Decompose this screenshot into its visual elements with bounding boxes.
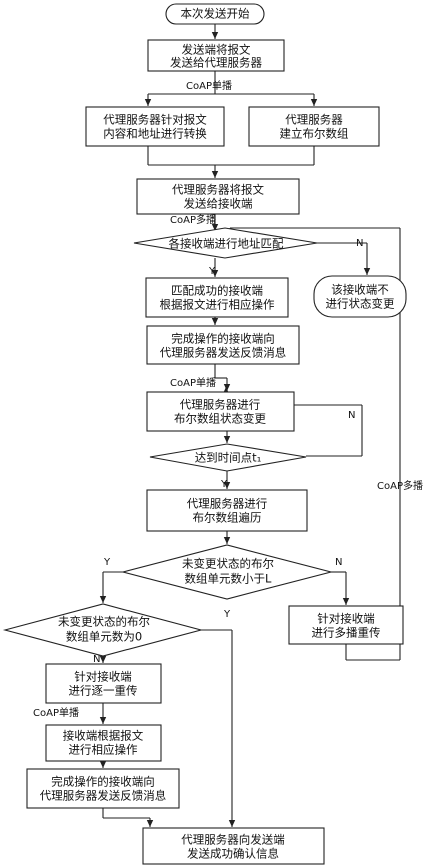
done-feedback2-node: 完成操作的接收端向 代理服务器发送反馈消息 — [26, 768, 180, 809]
recv-op-node: 接收端根据报文 进行相应操作 — [45, 724, 162, 762]
count-lt-l-line2: 数组单元数小于L — [185, 572, 272, 586]
recv-op-line1: 接收端根据报文 — [63, 729, 144, 743]
proxy-change-node: 代理服务器进行 布尔数组状态变更 — [146, 391, 295, 432]
proxy-forward-line2: 发送给接收端 — [184, 197, 253, 211]
unicast-resend-line2: 进行逐一重传 — [69, 684, 138, 698]
lt-no-label: N — [335, 557, 342, 568]
matched-op-line2: 根据报文进行相应操作 — [160, 298, 275, 312]
done-feedback-line2: 代理服务器发送反馈消息 — [160, 346, 287, 360]
edge-labels: CoAP单播 CoAP多播 N Y CoAP单播 N Y CoAP多播 Y N … — [33, 79, 423, 719]
proxy-traverse-line2: 布尔数组遍历 — [193, 511, 262, 525]
done-feedback2-line2: 代理服务器发送反馈消息 — [40, 789, 167, 803]
unicast-resend-node: 针对接收端 进行逐一重传 — [45, 663, 162, 704]
addr-match-label: 各接收端进行地址匹配 — [169, 237, 284, 251]
done-feedback2-line1: 完成操作的接收端向 — [51, 775, 155, 789]
proxy-change-line2: 布尔数组状态变更 — [174, 412, 266, 426]
no-change-line1: 该接收端不 — [331, 283, 389, 297]
no-change-line2: 进行状态变更 — [326, 297, 395, 311]
multicast-resend-line2: 进行多播重传 — [312, 626, 381, 640]
count-zero-line2: 数组单元数为0 — [66, 630, 142, 644]
confirm-node: 代理服务器向发送端 发送成功确认信息 — [142, 827, 325, 865]
send-to-proxy-node: 发送端将报文 发送给代理服务器 — [147, 39, 285, 72]
proxy-convert-line1: 代理服务器针对报文 — [103, 113, 207, 127]
proxy-build-array-line1: 代理服务器 — [285, 113, 343, 127]
done-feedback-line1: 完成操作的接收端向 — [171, 332, 275, 346]
timeout-decision: 达到时间点t₁ — [149, 443, 307, 472]
matched-op-node: 匹配成功的接收端 根据报文进行相应操作 — [145, 277, 289, 318]
count-zero-decision: 未变更状态的布尔 数组单元数为0 — [2, 603, 204, 657]
timeout-label: 达到时间点t₁ — [195, 451, 262, 465]
proxy-traverse-node: 代理服务器进行 布尔数组遍历 — [146, 489, 308, 532]
start-node: 本次发送开始 — [165, 3, 265, 25]
proxy-build-array-node: 代理服务器 建立布尔数组 — [248, 106, 380, 147]
coap-unicast-label-2: CoAP单播 — [170, 376, 216, 389]
timeout-no-label: N — [348, 410, 355, 421]
proxy-convert-node: 代理服务器针对报文 内容和地址进行转换 — [85, 106, 225, 147]
proxy-forward-line1: 代理服务器将报文 — [172, 183, 264, 197]
coap-unicast-label-1: CoAP单播 — [186, 79, 232, 92]
count-zero-line1: 未变更状态的布尔 — [58, 615, 150, 629]
no-change-node: 该接收端不 进行状态变更 — [313, 275, 407, 318]
unicast-resend-line1: 针对接收端 — [74, 670, 132, 684]
proxy-forward-node: 代理服务器将报文 发送给接收端 — [136, 178, 300, 215]
coap-multicast-label-1: CoAP多播 — [170, 213, 216, 226]
zero-yes-label: Y — [223, 609, 231, 620]
count-lt-l-decision: 未变更状态的布尔 数组单元数小于L — [120, 544, 334, 600]
start-label: 本次发送开始 — [181, 7, 250, 21]
zero-no-label: N — [93, 654, 100, 665]
proxy-traverse-line1: 代理服务器进行 — [187, 497, 268, 511]
send-to-proxy-line2: 发送给代理服务器 — [170, 56, 262, 70]
confirm-line2: 发送成功确认信息 — [187, 847, 279, 861]
coap-unicast-label-3: CoAP单播 — [33, 706, 79, 719]
coap-multicast-label-2: CoAP多播 — [377, 479, 423, 492]
match-yes-label: Y — [208, 266, 216, 277]
match-no-label: N — [356, 238, 363, 249]
timeout-yes-label: Y — [220, 479, 228, 490]
confirm-line1: 代理服务器向发送端 — [181, 833, 285, 847]
proxy-convert-line2: 内容和地址进行转换 — [103, 127, 207, 141]
multicast-resend-node: 针对接收端 进行多播重传 — [288, 605, 404, 645]
recv-op-line2: 进行相应操作 — [69, 743, 138, 757]
addr-match-decision: 各接收端进行地址匹配 — [133, 227, 318, 259]
proxy-build-array-line2: 建立布尔数组 — [280, 127, 349, 141]
proxy-change-line1: 代理服务器进行 — [180, 398, 261, 412]
send-to-proxy-line1: 发送端将报文 — [182, 43, 251, 57]
multicast-resend-line1: 针对接收端 — [317, 612, 375, 626]
done-feedback-node: 完成操作的接收端向 代理服务器发送反馈消息 — [146, 325, 300, 365]
matched-op-line1: 匹配成功的接收端 — [171, 284, 263, 298]
lt-yes-label: Y — [103, 557, 111, 568]
count-lt-l-line1: 未变更状态的布尔 — [182, 557, 274, 571]
